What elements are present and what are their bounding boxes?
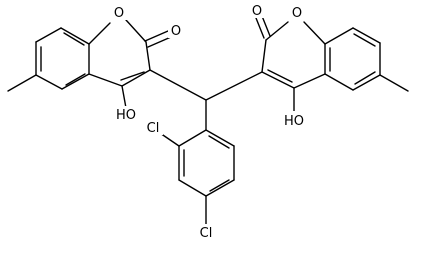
hydroxyl-left-label: HO xyxy=(116,108,136,123)
bond-lines xyxy=(7,15,409,225)
carbonyl-oxygen-left-label: O xyxy=(171,24,181,39)
ring-oxygen-right-label: O xyxy=(292,6,302,21)
chlorine-ortho-label: Cl xyxy=(147,121,160,136)
atom-labels: O O O O HO HO Cl Cl xyxy=(111,2,307,241)
carbonyl-oxygen-right-label: O xyxy=(252,4,262,19)
ring-oxygen-left-label: O xyxy=(114,6,124,21)
chlorine-para-label: Cl xyxy=(200,226,213,241)
hydroxyl-right-label: HO xyxy=(284,114,304,129)
